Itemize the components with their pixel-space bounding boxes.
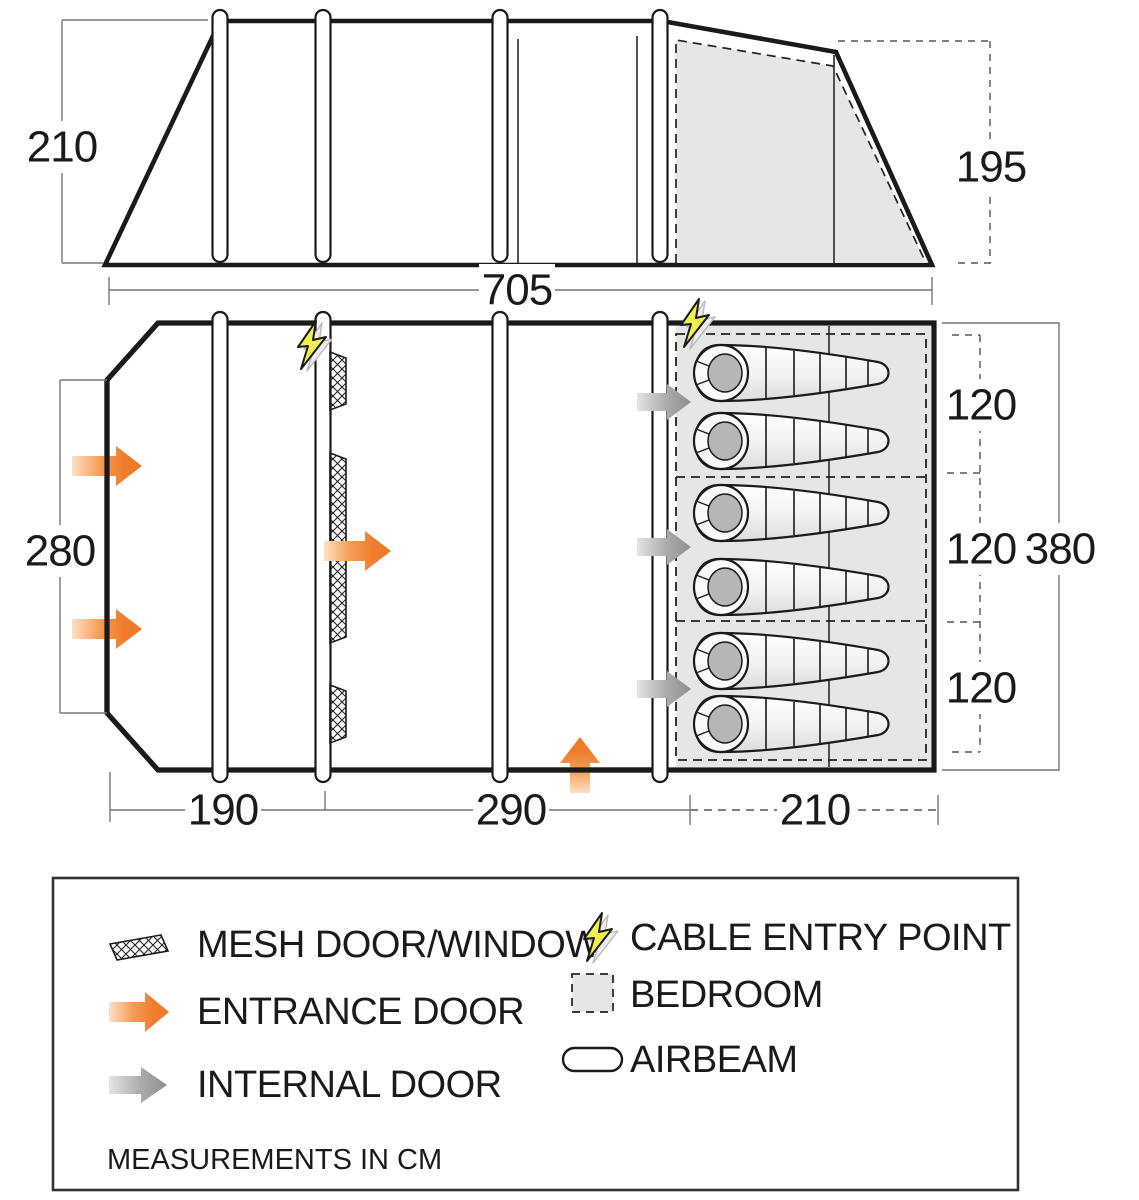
- bedroom-dashed-outline-side: [675, 38, 927, 264]
- bedroom-section-dividers: [676, 476, 926, 622]
- dim-190-label: 190: [188, 786, 258, 835]
- airbeam-pole-icon: [211, 8, 229, 264]
- dim-120-label: 120: [946, 525, 1016, 574]
- entrance-door-arrow-icon: [324, 531, 391, 571]
- legend-entrance-label: ENTRANCE DOOR: [197, 991, 524, 1033]
- entrance-door-arrow-icon: [560, 737, 600, 793]
- legend-bedroom-label: BEDROOM: [630, 974, 823, 1016]
- dim-bedroom-sections: 120 120 120 380: [942, 322, 1098, 771]
- legend-internal-label: INTERNAL DOOR: [197, 1064, 502, 1106]
- dim-120-label: 120: [946, 381, 1016, 430]
- dim-120-label: 120: [946, 664, 1016, 713]
- airbeam-pole-icon: [211, 310, 229, 784]
- mesh-window-icon: [329, 683, 347, 745]
- internal-door-arrows: [637, 384, 691, 707]
- dim-705: 705: [108, 264, 933, 316]
- dim-705-label: 705: [482, 266, 552, 315]
- dim-210: 210: [24, 19, 208, 264]
- dim-380-label: 380: [1025, 525, 1095, 574]
- mesh-window-icon: [108, 934, 170, 961]
- legend-airbeam-label: AIRBEAM: [630, 1039, 798, 1081]
- legend-box: MESH DOOR/WINDOW ENTRANCE DOOR INTERNAL …: [51, 876, 1020, 1192]
- dim-195-label: 195: [956, 143, 1026, 192]
- entrance-door-arrow-icon: [109, 992, 169, 1032]
- bedroom-area-side: [676, 40, 926, 263]
- airbeam-poles-side: [211, 8, 669, 264]
- airbeam-pill-icon: [561, 1046, 624, 1073]
- side-elevation-view: 210 195 705: [24, 8, 1029, 316]
- legend-border: [51, 876, 1020, 1192]
- dim-280-label: 280: [25, 527, 95, 576]
- dim-bottom-segments: 190 290 210: [109, 772, 939, 836]
- bedroom-dashed-outline-plan: [675, 333, 927, 761]
- internal-door-arrow-icon: [109, 1067, 167, 1103]
- airbeam-pole-icon: [491, 310, 509, 784]
- inner-tent-lines-side: [517, 36, 835, 263]
- internal-door-arrow-icon: [637, 384, 691, 420]
- airbeam-pole-icon: [651, 8, 669, 264]
- dim-280: 280: [22, 379, 107, 714]
- measurements-note: MEASUREMENTS IN CM: [107, 1144, 442, 1176]
- dim-195: 195: [838, 40, 1029, 264]
- dim-210b-label: 210: [780, 786, 850, 835]
- floor-plan-view: 120 120 120 380 280 190 290 210: [22, 298, 1098, 836]
- airbeam-pole-icon: [314, 8, 332, 264]
- dim-290-label: 290: [476, 786, 546, 835]
- internal-door-arrow-icon: [637, 529, 691, 565]
- legend-cable-label: CABLE ENTRY POINT: [630, 917, 1011, 959]
- airbeam-pole-icon: [491, 8, 509, 264]
- internal-door-arrow-icon: [637, 671, 691, 707]
- dim-210-label: 210: [27, 123, 97, 172]
- mesh-window-icon: [329, 350, 347, 412]
- bedroom-swatch-icon: [571, 973, 614, 1013]
- legend-mesh-label: MESH DOOR/WINDOW: [197, 924, 601, 966]
- airbeam-poles-plan: [211, 310, 669, 784]
